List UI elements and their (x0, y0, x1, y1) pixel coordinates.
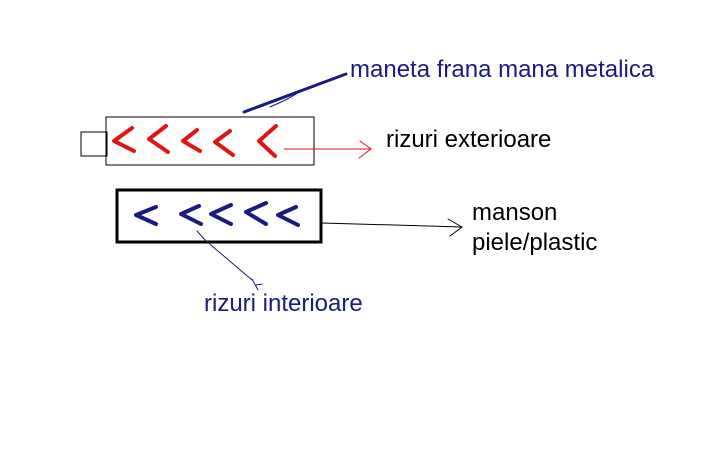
interior-grooves-pointer (196, 230, 263, 291)
interior-groove (276, 205, 300, 227)
exterior-groove (112, 126, 136, 153)
handle-end-cap (80, 131, 108, 157)
handle-label: maneta frana mana metalica (350, 56, 655, 83)
interior-groove (209, 203, 233, 226)
handle-pointer (242, 72, 348, 114)
metal-handle-bar (80, 116, 315, 166)
handle-body (105, 116, 315, 166)
sleeve-label: manson piele/plastic (472, 198, 597, 258)
exterior-groove (257, 124, 278, 158)
exterior-grooves-label: rizuri exterioare (386, 126, 552, 153)
exterior-groove (213, 129, 235, 157)
exterior-groove (181, 128, 202, 153)
exterior-grooves-pointer (283, 140, 372, 159)
exterior-grooves (112, 124, 278, 158)
interior-groove (179, 204, 203, 226)
sleeve-label-line1: manson (472, 199, 558, 226)
interior-groove (134, 205, 158, 226)
interior-grooves (134, 201, 300, 227)
sleeve-label-line2: piele/plastic (472, 229, 598, 256)
sleeve-pointer (321, 218, 463, 237)
sleeve-body (115, 188, 323, 244)
interior-groove (244, 201, 268, 226)
exterior-groove (147, 124, 170, 154)
interior-grooves-label: rizuri interioare (204, 290, 363, 317)
